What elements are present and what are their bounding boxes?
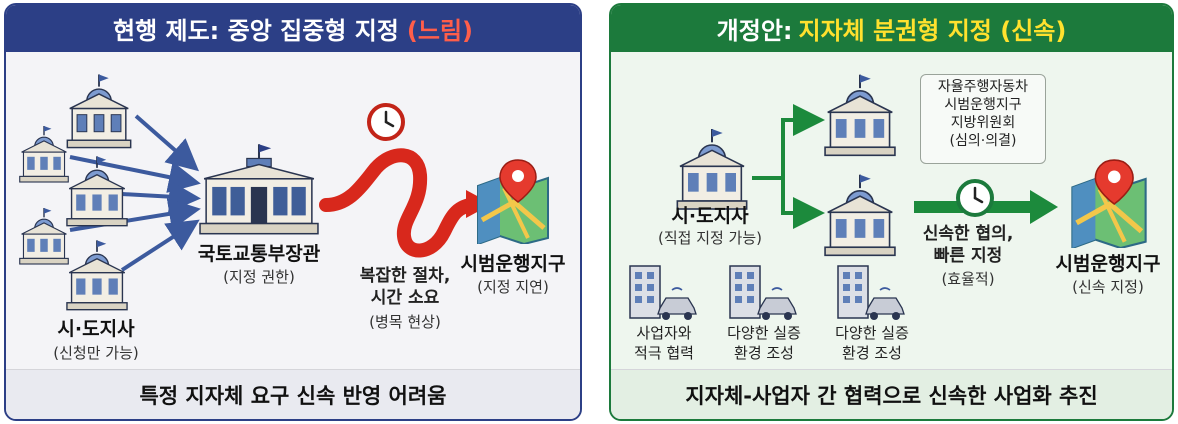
committee-line-1: 자율주행자동차 bbox=[937, 79, 1029, 95]
governor-label-right: 시·도지사 bbox=[671, 205, 749, 227]
government-building-icon bbox=[66, 240, 128, 311]
committee-line-3: 지방위원회 bbox=[950, 114, 1016, 131]
clock-icon bbox=[367, 103, 405, 141]
arrow-left-2 bbox=[69, 155, 201, 193]
slow-process-label-line1: 복잡한 절차, bbox=[359, 266, 451, 286]
committee-line-2: 시범운행지구 bbox=[944, 96, 1022, 113]
amendment-title: 개정안: bbox=[716, 17, 793, 45]
current-system-header: 현행 제도: 중앙 집중형 지정 (느림) bbox=[6, 5, 580, 52]
committee-line-4: (심의·의결) bbox=[949, 132, 1017, 149]
current-system-footer: 특정 지자체 요구 신속 반영 어려움 bbox=[6, 369, 580, 419]
government-building-icon bbox=[676, 129, 748, 210]
arrow-left-5 bbox=[120, 219, 200, 272]
current-system-title: 현행 제도: 중앙 집중형 지정 bbox=[112, 17, 399, 45]
pilot-zone-sublabel-left: (지정 지연) bbox=[477, 278, 549, 296]
partner-1-line1: 사업자와 bbox=[636, 324, 692, 342]
amendment-title-highlight: 지자체 분권형 지정 (신속) bbox=[798, 17, 1067, 45]
partner-1-line2: 적극 협력 bbox=[634, 344, 694, 362]
partner-2-line2: 환경 조성 bbox=[734, 344, 794, 362]
government-building-icon bbox=[19, 208, 69, 265]
fast-process-label-line1: 신속한 협의, bbox=[922, 224, 1014, 244]
amendment-footer: 지자체-사업자 간 협력으로 신속한 사업화 추진 bbox=[611, 369, 1172, 419]
clock-icon bbox=[956, 179, 994, 217]
arrow-to-committee bbox=[752, 104, 825, 180]
current-system-title-slow: (느림) bbox=[406, 17, 473, 45]
arrow-left-3 bbox=[121, 180, 201, 213]
ministry-building-icon bbox=[199, 144, 319, 235]
governor-label: 시·도지사 bbox=[57, 318, 135, 340]
government-building-icon bbox=[66, 74, 132, 149]
partner-3-line2: 환경 조성 bbox=[842, 344, 902, 362]
arrow-left-4 bbox=[69, 198, 201, 232]
map-pin-icon bbox=[477, 159, 549, 244]
fast-process-label-line2: 빠른 지정 bbox=[933, 246, 1003, 266]
pilot-zone-sublabel-right: (신속 지정) bbox=[1072, 278, 1144, 296]
amendment-header: 개정안: 지자체 분권형 지정 (신속) bbox=[611, 5, 1172, 52]
government-building-icon bbox=[824, 74, 896, 157]
left-flow-arrows bbox=[69, 114, 201, 272]
governor-sublabel-right: (직접 지정 가능) bbox=[657, 229, 763, 247]
partner-2-line1: 다양한 실증 bbox=[727, 324, 801, 342]
arrow-left-1 bbox=[134, 114, 200, 172]
government-building-icon bbox=[19, 126, 69, 183]
ministry-sublabel: (지정 권한) bbox=[223, 268, 295, 286]
governor-sublabel: (신청만 가능) bbox=[53, 344, 139, 362]
partner-3-line1: 다양한 실증 bbox=[835, 324, 909, 342]
slow-process-sublabel: (병목 현상) bbox=[369, 313, 441, 331]
ministry-label: 국토교통부장관 bbox=[197, 243, 321, 265]
pilot-zone-label-left: 시범운행지구 bbox=[460, 253, 566, 275]
office-building-icon bbox=[629, 265, 697, 320]
right-flow-arrows bbox=[752, 104, 825, 229]
office-building-icon bbox=[729, 265, 797, 320]
government-building-icon bbox=[824, 174, 896, 257]
local-committee-box: 자율주행자동차 시범운행지구 지방위원회 (심의·의결) bbox=[920, 74, 1046, 164]
map-pin-icon bbox=[1071, 159, 1147, 248]
slow-process-arrow bbox=[319, 148, 492, 258]
pilot-zone-label-right: 시범운행지구 bbox=[1055, 253, 1161, 275]
arrow-to-designation bbox=[781, 178, 825, 229]
government-building-icon bbox=[66, 156, 128, 227]
slow-process-label-line2: 시간 소요 bbox=[370, 288, 440, 308]
fast-process-sublabel: (효율적) bbox=[941, 270, 995, 288]
office-building-icon bbox=[837, 265, 905, 320]
